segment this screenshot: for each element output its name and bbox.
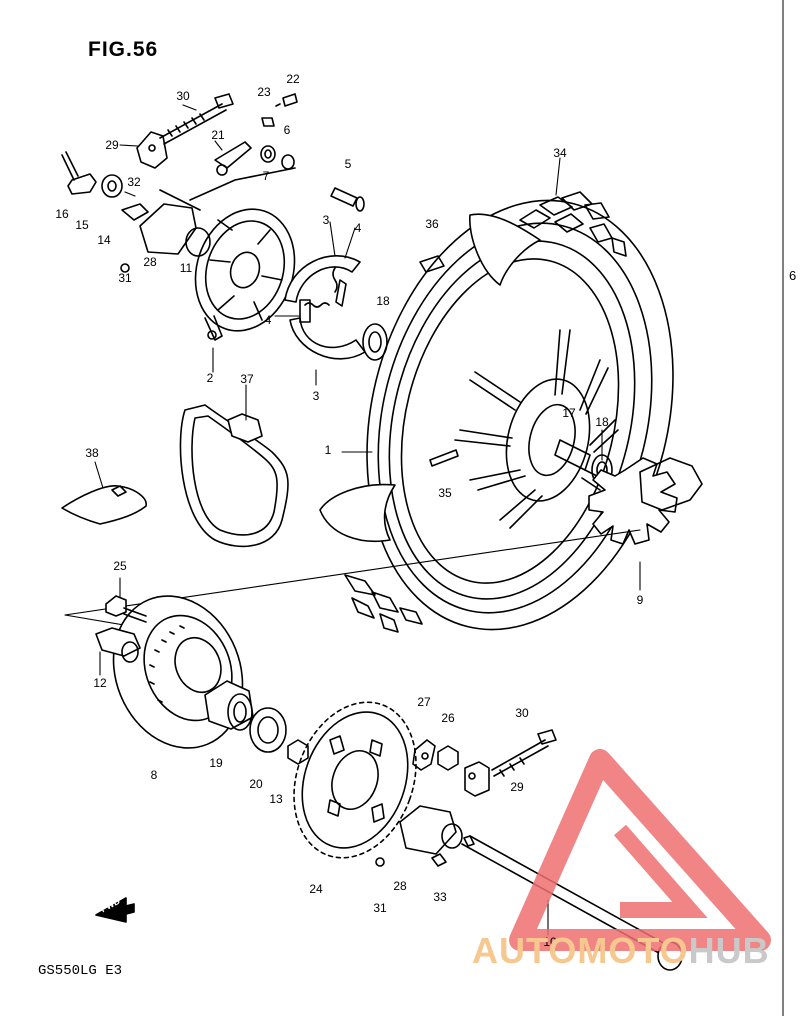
- torque-parts-top: [61, 93, 298, 273]
- callout-28: 28: [143, 255, 157, 269]
- callout-1: 1: [325, 443, 332, 457]
- bearing-19-seal-20-spacer-13: [204, 680, 309, 765]
- callout-4: 4: [355, 221, 362, 235]
- fwd-indicator: FWD: [92, 893, 122, 914]
- callout-3: 3: [323, 213, 330, 227]
- callout-29: 29: [105, 138, 119, 152]
- callout-21: 21: [211, 128, 225, 142]
- callout-7: 7: [263, 169, 270, 183]
- bolts-12-25: [95, 595, 147, 663]
- brake-cam-5: [330, 187, 365, 212]
- callout-17: 17: [562, 406, 576, 420]
- callout-10: 10: [543, 935, 557, 949]
- callout-31: 31: [118, 271, 132, 285]
- callout-31: 31: [373, 901, 387, 915]
- callout-37: 37: [240, 372, 254, 386]
- callout-8: 8: [151, 768, 158, 782]
- callout-16: 16: [55, 207, 69, 221]
- brake-shoes-3: [284, 255, 366, 360]
- callout-15: 15: [75, 218, 89, 232]
- callout-27: 27: [417, 695, 431, 709]
- callout-11: 11: [180, 261, 193, 275]
- model-code: GS550LG E3: [38, 963, 123, 979]
- callout-2: 2: [207, 371, 214, 385]
- callout-12: 12: [93, 676, 107, 690]
- callout-28: 28: [393, 879, 407, 893]
- callout-labels: 1233445678910111213141516171818192021222…: [55, 72, 643, 949]
- watermark-text-a: AUTOMOTO: [472, 930, 689, 971]
- callout-30: 30: [176, 89, 190, 103]
- callout-33: 33: [433, 890, 447, 904]
- callout-18: 18: [376, 294, 390, 308]
- part-36: [419, 255, 445, 273]
- callout-25: 25: [113, 559, 127, 573]
- callout-26: 26: [441, 711, 455, 725]
- cush-drive-rubber-9: [588, 457, 703, 545]
- callout-4: 4: [265, 313, 272, 327]
- watermark-text-b: HUB: [688, 930, 770, 971]
- callout-6: 6: [284, 123, 291, 137]
- rear-wheel-tire: [319, 191, 674, 633]
- watermark-text: AUTOMOTOHUB: [472, 930, 770, 972]
- callout-14: 14: [97, 233, 111, 247]
- callout-18: 18: [595, 415, 609, 429]
- part-38: [61, 485, 147, 525]
- callout-20: 20: [249, 777, 263, 791]
- callout-23: 23: [257, 85, 271, 99]
- callout-19: 19: [209, 756, 223, 770]
- callout-5: 5: [345, 157, 352, 171]
- watermark-logo: [509, 749, 771, 951]
- callout-29: 29: [510, 780, 524, 794]
- page-edge-number: 6: [789, 268, 797, 283]
- callout-22: 22: [286, 72, 300, 86]
- bearing-18-upper: [362, 323, 388, 361]
- callout-36: 36: [425, 217, 439, 231]
- callout-30: 30: [515, 706, 529, 720]
- callout-13: 13: [269, 792, 283, 806]
- callout-38: 38: [85, 446, 99, 460]
- callout-35: 35: [438, 486, 452, 500]
- callout-24: 24: [309, 882, 323, 896]
- callout-34: 34: [553, 146, 567, 160]
- leader-lines: [64, 104, 641, 676]
- callout-32: 32: [127, 175, 141, 189]
- torque-parts-bottom: [375, 729, 557, 867]
- chain-37: [179, 404, 289, 548]
- figure-title: FIG.56: [88, 38, 159, 61]
- fwd-arrow-shape: [95, 897, 135, 923]
- callout-3: 3: [313, 389, 320, 403]
- callout-9: 9: [637, 593, 644, 607]
- rear-sprocket-24: [293, 701, 417, 859]
